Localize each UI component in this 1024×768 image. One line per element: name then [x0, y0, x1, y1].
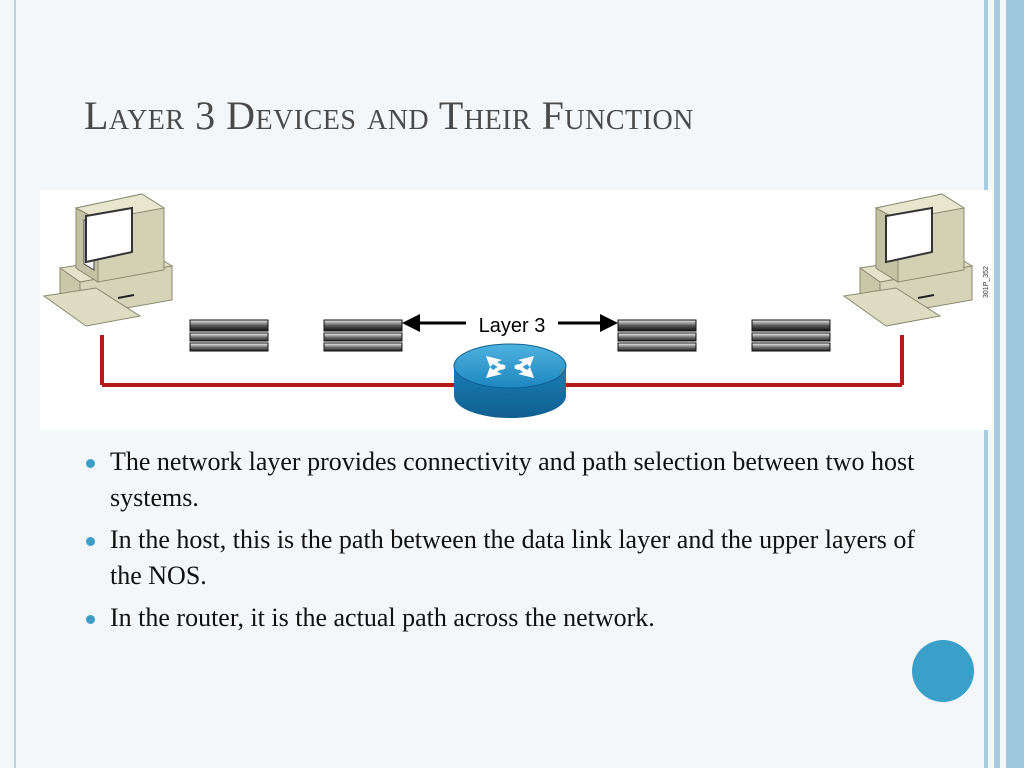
left-arrow-icon: [402, 314, 466, 332]
network-diagram: Layer 3 301P_352: [40, 190, 992, 430]
bullet-dot-icon: [86, 459, 95, 468]
switch-icon-2: [323, 319, 403, 352]
bullet-item: In the router, it is the actual path acr…: [86, 600, 946, 636]
bullet-list: The network layer provides connectivity …: [86, 444, 946, 642]
router-icon: [453, 343, 567, 418]
right-arrow-icon: [558, 314, 618, 332]
bullet-text: In the router, it is the actual path acr…: [110, 603, 655, 632]
switch-icon-1: [189, 319, 269, 352]
layer-3-label: Layer 3: [479, 315, 546, 337]
bullet-text: In the host, this is the path between th…: [110, 525, 916, 590]
switch-icon-3: [617, 319, 697, 352]
slide-title: Layer 3 Devices and Their Function: [84, 93, 694, 138]
left-border-decoration: [0, 0, 16, 768]
bullet-dot-icon: [86, 537, 95, 546]
switch-icon-4: [751, 319, 831, 352]
bullet-text: The network layer provides connectivity …: [110, 447, 915, 512]
image-code-label: 301P_352: [983, 266, 990, 298]
bullet-item: In the host, this is the path between th…: [86, 522, 946, 594]
decorative-circle: [912, 640, 974, 702]
bullet-item: The network layer provides connectivity …: [86, 444, 946, 516]
right-host-computer-icon: [842, 193, 974, 327]
left-host-computer-icon: [42, 193, 174, 327]
diagram-svg: Layer 3 301P_352: [42, 193, 990, 418]
bullet-dot-icon: [86, 615, 95, 624]
